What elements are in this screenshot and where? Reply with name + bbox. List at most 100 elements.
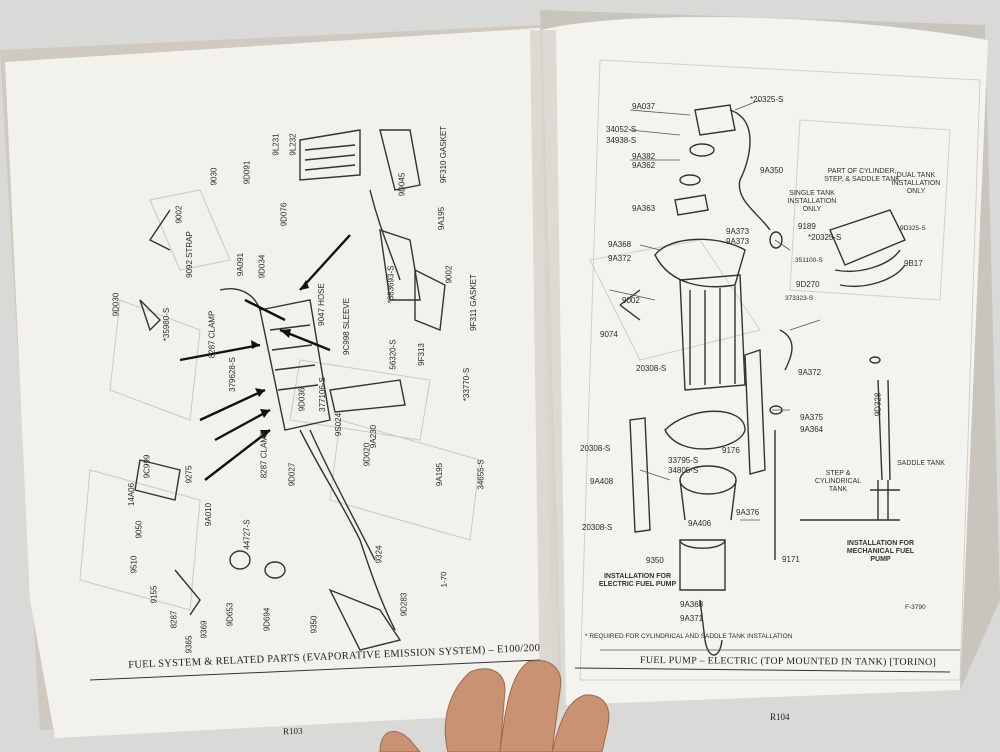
part-label: 9365 [184, 635, 194, 654]
part-label: 14A06 [127, 482, 137, 507]
part-label: 9A368 [680, 600, 704, 609]
note-step-tank: STEP & CYLINDRICAL TANK [814, 470, 862, 493]
part-label: 9050 [134, 520, 144, 539]
right-footer-title: FUEL PUMP – ELECTRIC (TOP MOUNTED IN TAN… [639, 654, 937, 669]
part-label: 9D034 [257, 254, 267, 279]
part-label: 351100-S [795, 257, 823, 264]
part-label: 34938-S [606, 136, 637, 145]
part-label: 9D328 [873, 392, 883, 417]
part-label: 9D653 [225, 602, 235, 627]
part-label: 8287 CLAMP [207, 310, 217, 359]
part-label: 9A371 [680, 614, 704, 623]
part-label: 9A362 [632, 161, 656, 170]
part-label: 9A091 [236, 252, 246, 277]
part-label: 34655-S [476, 459, 486, 490]
part-label: *33770-S [462, 367, 472, 402]
part-label: 9A195 [437, 206, 447, 231]
part-label: 9002 [444, 265, 454, 284]
note-single-tank: SINGLE TANK INSTALLATION ONLY [787, 190, 837, 213]
part-label: 9A373 [726, 237, 750, 246]
note-electric-pump: INSTALLATION FOR ELECTRIC FUEL PUMP [598, 573, 677, 588]
part-label: 34052-S [606, 125, 637, 134]
part-label: 9047 HOSE [316, 283, 326, 326]
part-label: 44727-S [242, 519, 252, 550]
part-label: 373323-S [785, 295, 814, 302]
part-label: 9F311 GASKET [468, 274, 478, 331]
part-label: 9D091 [242, 160, 252, 185]
part-label: 9D045 [397, 172, 407, 197]
part-label: 377106-S [317, 377, 327, 412]
part-label: 9A368 [608, 240, 632, 249]
part-label: 20308-S [636, 364, 667, 373]
part-label: 9D020 [362, 442, 372, 467]
part-label: 9155 [149, 585, 159, 604]
part-label: 9324 [374, 545, 384, 564]
part-label: 20308-S [580, 444, 611, 453]
part-label: 9510 [129, 555, 139, 574]
part-label: 9350 [646, 556, 664, 565]
right-footnote: * REQUIRED FOR CYLINDRICAL AND SADDLE TA… [585, 633, 793, 640]
part-label: 9D270 [796, 280, 820, 289]
part-label: 9A363 [632, 204, 656, 213]
part-label: 9A406 [688, 519, 712, 528]
part-label: 9A195 [435, 462, 445, 487]
part-label: 9092 STRAP [184, 231, 194, 278]
part-label: 8287 CLAMP [259, 430, 269, 479]
part-label: 9189 [798, 222, 816, 231]
note-saddle-tank: SADDLE TANK [897, 460, 945, 467]
right-page-number: R104 [770, 712, 790, 722]
part-label: 9275 [184, 465, 194, 484]
note-dual-tank: DUAL TANK INSTALLATION ONLY [891, 172, 941, 195]
part-label: 9A037 [632, 102, 656, 111]
part-label: 34805-S [668, 466, 699, 475]
part-label: 9L231 [271, 133, 281, 156]
note-cylinder: PART OF CYLINDER, STEP, & SADDLE TANK [824, 168, 900, 183]
part-label: *35980-S [162, 307, 172, 342]
right-page [542, 16, 988, 705]
note-mechanical-pump: INSTALLATION FOR MECHANICAL FUEL PUMP [846, 540, 915, 563]
right-figure-code: F-3790 [905, 604, 926, 611]
part-label: 9A408 [590, 477, 614, 486]
part-label: *20325-S [808, 233, 842, 242]
part-label: 9C998 SLEEVE [341, 298, 351, 355]
part-label: 379628-S [227, 357, 237, 392]
part-label: 33795-S [668, 456, 699, 465]
part-label: 8287 [169, 610, 179, 629]
part-label: 9C999 [142, 454, 152, 479]
hand [379, 660, 610, 752]
part-label: *20325-S [750, 95, 784, 104]
part-label: 9D694 [262, 607, 272, 632]
part-label: 9030 [209, 167, 219, 186]
part-label: 9074 [600, 330, 618, 339]
part-label: 9A010 [204, 502, 214, 527]
part-label: 9D325-S [900, 225, 926, 232]
part-label: 9B17 [904, 259, 923, 268]
part-label: 9F313 [416, 343, 426, 366]
part-label: 9A373 [726, 227, 750, 236]
part-label: 20308-S [582, 523, 613, 532]
part-label: 9D076 [279, 202, 289, 227]
part-label: 9A364 [800, 425, 824, 434]
part-label: 9171 [782, 555, 800, 564]
left-figure-code: 1-70 [439, 571, 449, 588]
part-label: 9F310 GASKET [439, 125, 449, 184]
part-label: 9176 [722, 446, 740, 455]
left-page [5, 28, 553, 738]
part-label: 56320-S [388, 339, 398, 370]
part-label: 9002 [622, 296, 640, 305]
part-label: 9D283 [399, 592, 409, 617]
part-label: 9A350 [760, 166, 784, 175]
part-label: 9A382 [632, 152, 656, 161]
part-label: 9A372 [798, 368, 822, 377]
part-label: 9350 [309, 615, 319, 634]
part-label: 9002 [174, 205, 184, 224]
part-label: 9L232 [288, 133, 298, 156]
part-label: 9D036 [297, 387, 307, 412]
part-label: 9A375 [800, 413, 824, 422]
part-label: 9A376 [736, 508, 760, 517]
part-label: 9S024 [334, 412, 344, 437]
part-label: 9A372 [608, 254, 632, 263]
part-label: 9D027 [287, 462, 297, 487]
part-label: 9D030 [111, 292, 121, 317]
